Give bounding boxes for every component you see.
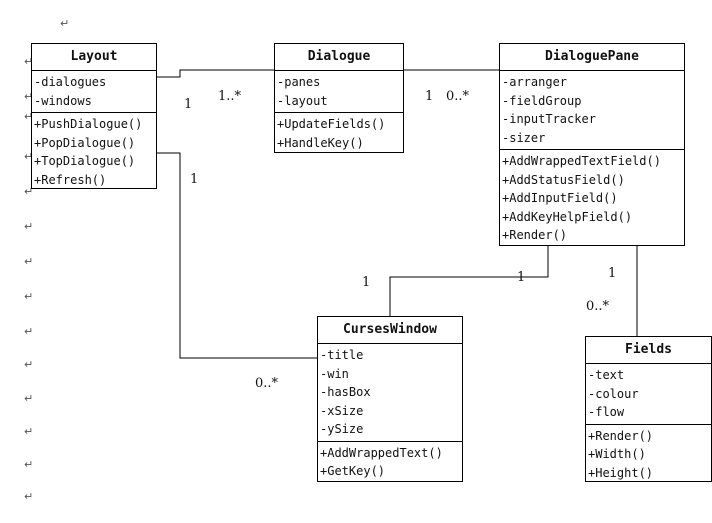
- method: +GetKey(): [320, 464, 386, 478]
- attribute: -layout: [277, 93, 328, 108]
- method: +Render(): [502, 228, 568, 242]
- attribute: -colour: [588, 386, 639, 401]
- methods-section: +PushDialogue() +PopDialogue() +TopDialo…: [32, 113, 156, 191]
- paragraph-mark: ↵: [24, 358, 34, 371]
- paragraph-mark: ↵: [24, 55, 34, 68]
- attribute: -windows: [34, 93, 92, 108]
- paragraph-mark: ↵: [24, 392, 34, 405]
- attributes-section: -title -win -hasBox -xSize -ySize: [318, 344, 462, 442]
- multiplicity-label: 1..*: [218, 89, 242, 104]
- method: +Width(): [588, 447, 646, 461]
- multiplicity-label: 1: [425, 89, 434, 104]
- methods-section: +AddWrappedText() +GetKey(): [318, 442, 462, 483]
- method: +PushDialogue(): [34, 117, 143, 131]
- class-name: Fields: [586, 337, 711, 364]
- method: +AddKeyHelpField(): [502, 209, 633, 224]
- paragraph-mark: ↵: [24, 185, 34, 198]
- pane-window-association: [389, 245, 549, 317]
- multiplicity-label: 1: [362, 275, 371, 290]
- paragraph-mark: ↵: [24, 220, 34, 233]
- attributes-section: -arranger -fieldGroup -inputTracker -siz…: [500, 71, 684, 150]
- class-name: CursesWindow: [318, 317, 462, 344]
- attributes-section: -panes -layout: [275, 71, 403, 113]
- paragraph-mark: ↵: [24, 110, 34, 123]
- class-name: Dialogue: [275, 44, 403, 71]
- class-name: DialoguePane: [500, 44, 684, 71]
- multiplicity-label: 0..*: [586, 299, 610, 314]
- layout-dialogue-association: [156, 69, 275, 78]
- method: +AddWrappedTextField(): [502, 154, 661, 168]
- multiplicity-label: 0..*: [446, 89, 470, 104]
- attribute: -sizer: [502, 130, 546, 145]
- attribute: -text: [588, 368, 625, 382]
- paragraph-mark: ↵: [24, 490, 34, 503]
- paragraph-mark: ↵: [24, 150, 34, 163]
- attribute: -dialogues: [34, 75, 107, 89]
- multiplicity-label: 1: [608, 266, 617, 281]
- method: +TopDialogue(): [34, 154, 136, 168]
- paragraph-mark: ↵: [24, 90, 34, 103]
- method: +UpdateFields(): [277, 117, 386, 131]
- attribute: -flow: [588, 405, 625, 419]
- attribute: -panes: [277, 75, 321, 89]
- class-dialogue[interactable]: Dialogue -panes -layout +UpdateFields() …: [274, 43, 404, 153]
- class-layout[interactable]: Layout -dialogues -windows +PushDialogue…: [31, 43, 157, 189]
- attribute: -fieldGroup: [502, 93, 582, 108]
- paragraph-mark: ↵: [24, 325, 34, 338]
- attribute: -win: [320, 366, 349, 381]
- paragraph-mark: ↵: [24, 290, 34, 303]
- method: +Height(): [588, 465, 654, 480]
- paragraph-mark: ↵: [24, 458, 34, 471]
- attributes-section: -text -colour -flow: [586, 364, 711, 425]
- methods-section: +Render() +Width() +Height(): [586, 425, 711, 485]
- paragraph-mark: ↵: [24, 255, 34, 268]
- attribute: -inputTracker: [502, 112, 596, 126]
- attribute: -xSize: [320, 403, 364, 418]
- attribute: -arranger: [502, 75, 568, 89]
- multiplicity-label: 1: [190, 172, 199, 187]
- multiplicity-label: 0..*: [255, 376, 279, 391]
- method: +Refresh(): [34, 172, 107, 187]
- attributes-section: -dialogues -windows: [32, 71, 156, 113]
- method: +AddStatusField(): [502, 172, 625, 187]
- class-curseswindow[interactable]: CursesWindow -title -win -hasBox -xSize …: [317, 316, 463, 482]
- method: +AddWrappedText(): [320, 445, 443, 460]
- method: +AddInputField(): [502, 191, 618, 205]
- attribute: -title: [320, 348, 364, 362]
- class-dialoguepane[interactable]: DialoguePane -arranger -fieldGroup -inpu…: [499, 43, 685, 246]
- attribute: -ySize: [320, 422, 364, 436]
- method: +HandleKey(): [277, 135, 364, 150]
- method: +Render(): [588, 428, 654, 443]
- methods-section: +AddWrappedTextField() +AddStatusField()…: [500, 150, 684, 247]
- method: +PopDialogue(): [34, 135, 136, 150]
- methods-section: +UpdateFields() +HandleKey(): [275, 113, 403, 154]
- paragraph-mark: ↵: [24, 425, 34, 438]
- class-name: Layout: [32, 44, 156, 71]
- layout-window-association: [156, 152, 318, 359]
- paragraph-mark: ↵: [60, 17, 70, 30]
- class-fields[interactable]: Fields -text -colour -flow +Render() +Wi…: [585, 336, 712, 482]
- multiplicity-label: 1: [184, 97, 193, 112]
- multiplicity-label: 1: [517, 270, 526, 285]
- attribute: -hasBox: [320, 385, 371, 399]
